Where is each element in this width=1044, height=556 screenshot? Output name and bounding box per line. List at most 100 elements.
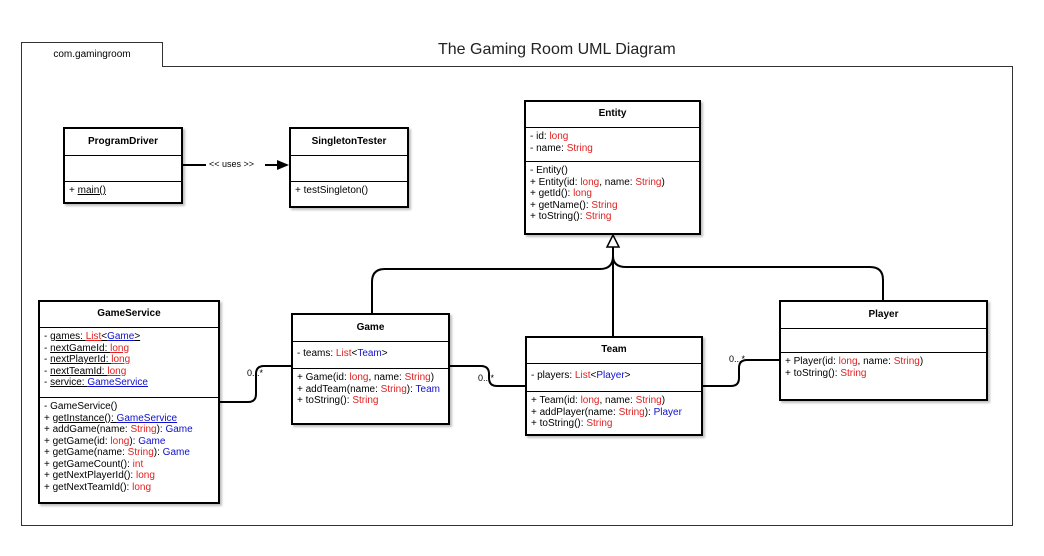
member-text: String — [893, 356, 920, 367]
member-text: + getGameCount(): — [44, 458, 133, 470]
member-text: - — [44, 365, 51, 377]
attributes — [65, 156, 181, 182]
member-text: + toString(): — [530, 211, 586, 222]
operation-row: + Game(id: long, name: String) — [297, 372, 444, 384]
operation-row: + toString(): String — [785, 368, 982, 380]
game-team-association — [449, 365, 525, 387]
attribute-row: - id: long — [530, 131, 695, 143]
member-text: List — [335, 348, 352, 359]
member-text: + getName(): — [530, 199, 592, 211]
member-text: ): — [644, 406, 654, 418]
class-name: Game — [293, 315, 448, 342]
operation-row: + testSingleton() — [295, 185, 403, 197]
member-text: + getGame(name: — [44, 447, 128, 458]
game-inherits-entity — [371, 247, 614, 313]
member-text: Game — [107, 331, 135, 342]
class-name: Player — [781, 302, 986, 329]
member-text: ): — [406, 383, 416, 395]
member-text: , name: — [368, 372, 405, 383]
operation-row: + addGame(name: String): Game — [44, 424, 214, 436]
member-text: nextTeamId: — [50, 365, 108, 377]
member-text: String — [566, 142, 593, 154]
member-text: - — [44, 342, 51, 354]
member-text: + testSingleton() — [295, 185, 369, 196]
member-text: - teams: — [297, 348, 336, 359]
member-text: ) — [661, 176, 665, 188]
class-program-driver[interactable]: ProgramDriver + main() — [63, 127, 183, 204]
member-text: Game — [165, 424, 193, 435]
diagram-title: The Gaming Room UML Diagram — [438, 41, 676, 58]
class-game[interactable]: Game - teams: List<Team> + Game(id: long… — [291, 313, 450, 425]
attribute-row: - service: GameService — [44, 377, 214, 389]
member-text: long — [580, 395, 600, 406]
member-text: long — [549, 131, 569, 142]
member-text: - name: — [530, 142, 567, 154]
class-team[interactable]: Team - players: List<Player> + Team(id: … — [525, 336, 703, 436]
member-text: - Entity() — [530, 165, 568, 176]
member-text: + getGame(id: — [44, 435, 111, 447]
member-text: String — [380, 383, 407, 395]
operation-row: + addTeam(name: String): Team — [297, 384, 444, 396]
member-text: String — [635, 395, 662, 406]
member-text: + Game(id: — [297, 372, 350, 383]
player-inherits-entity — [612, 255, 884, 300]
uses-arrowhead — [277, 160, 289, 170]
uses-label: << uses >> — [209, 159, 255, 169]
operation-row: + toString(): String — [531, 418, 697, 430]
class-entity[interactable]: Entity - id: long- name: String - Entity… — [524, 100, 701, 235]
class-name: Team — [527, 338, 701, 364]
member-text: List — [574, 370, 591, 381]
member-text: String — [127, 447, 154, 458]
class-game-service[interactable]: GameService - games: List<Game>- nextGam… — [38, 300, 220, 504]
member-text: String — [585, 211, 612, 222]
member-text: ) — [661, 395, 666, 406]
attribute-row: - teams: List<Team> — [297, 348, 444, 360]
operations: + testSingleton() — [291, 182, 407, 200]
member-text: nextGameId: — [50, 342, 111, 354]
member-text: ): — [156, 424, 166, 435]
class-name: GameService — [40, 302, 218, 328]
member-text: ) — [919, 356, 924, 367]
operation-row: - Entity() — [530, 165, 695, 177]
operation-row: + getGame(name: String): Game — [44, 447, 214, 459]
member-text: - id: — [530, 131, 550, 142]
member-text: - — [44, 354, 51, 365]
team-player-association — [702, 359, 779, 387]
class-player[interactable]: Player + Player(id: long, name: String)+… — [779, 300, 988, 401]
class-singleton-tester[interactable]: SingletonTester + testSingleton() — [289, 127, 409, 208]
member-text: GameService — [116, 412, 178, 424]
generalization-arrowhead — [605, 233, 621, 248]
operations: + Player(id: long, name: String)+ toStri… — [781, 353, 986, 382]
member-text: long — [135, 470, 155, 481]
attribute-row: - name: String — [530, 143, 695, 155]
member-text: ): — [129, 435, 139, 447]
operation-row: + Player(id: long, name: String) — [785, 356, 982, 368]
member-text: int — [132, 458, 144, 470]
member-text: Game — [138, 435, 166, 447]
attribute-row: - nextGameId: long — [44, 343, 214, 355]
operation-row: + getId(): long — [530, 188, 695, 200]
attributes — [291, 156, 407, 182]
operation-row: + addPlayer(name: String): Player — [531, 407, 697, 419]
member-text: < — [101, 331, 108, 342]
operation-row: + toString(): String — [530, 211, 695, 223]
member-text: < — [351, 348, 358, 359]
attribute-row: - players: List<Player> — [531, 370, 697, 382]
member-text: + getId(): — [530, 188, 574, 199]
member-text: + addPlayer(name: — [531, 406, 619, 418]
member-text: + toString(): — [531, 418, 587, 429]
member-text: nextPlayerId: — [50, 354, 112, 365]
operation-row: + getGameCount(): int — [44, 459, 214, 471]
member-text: Game — [162, 447, 190, 458]
member-text: ): — [153, 447, 163, 458]
operations: + Game(id: long, name: String)+ addTeam(… — [293, 369, 448, 410]
operations: - Entity()+ Entity(id: long, name: Strin… — [526, 162, 699, 226]
member-text: GameService — [87, 377, 148, 388]
member-text: - — [44, 331, 51, 342]
member-text: List — [85, 331, 102, 342]
operation-row: - GameService() — [44, 401, 214, 413]
member-text: > — [624, 370, 631, 381]
member-text: + — [69, 185, 78, 196]
operation-row: + getGame(id: long): Game — [44, 436, 214, 448]
member-text: long — [580, 176, 600, 188]
